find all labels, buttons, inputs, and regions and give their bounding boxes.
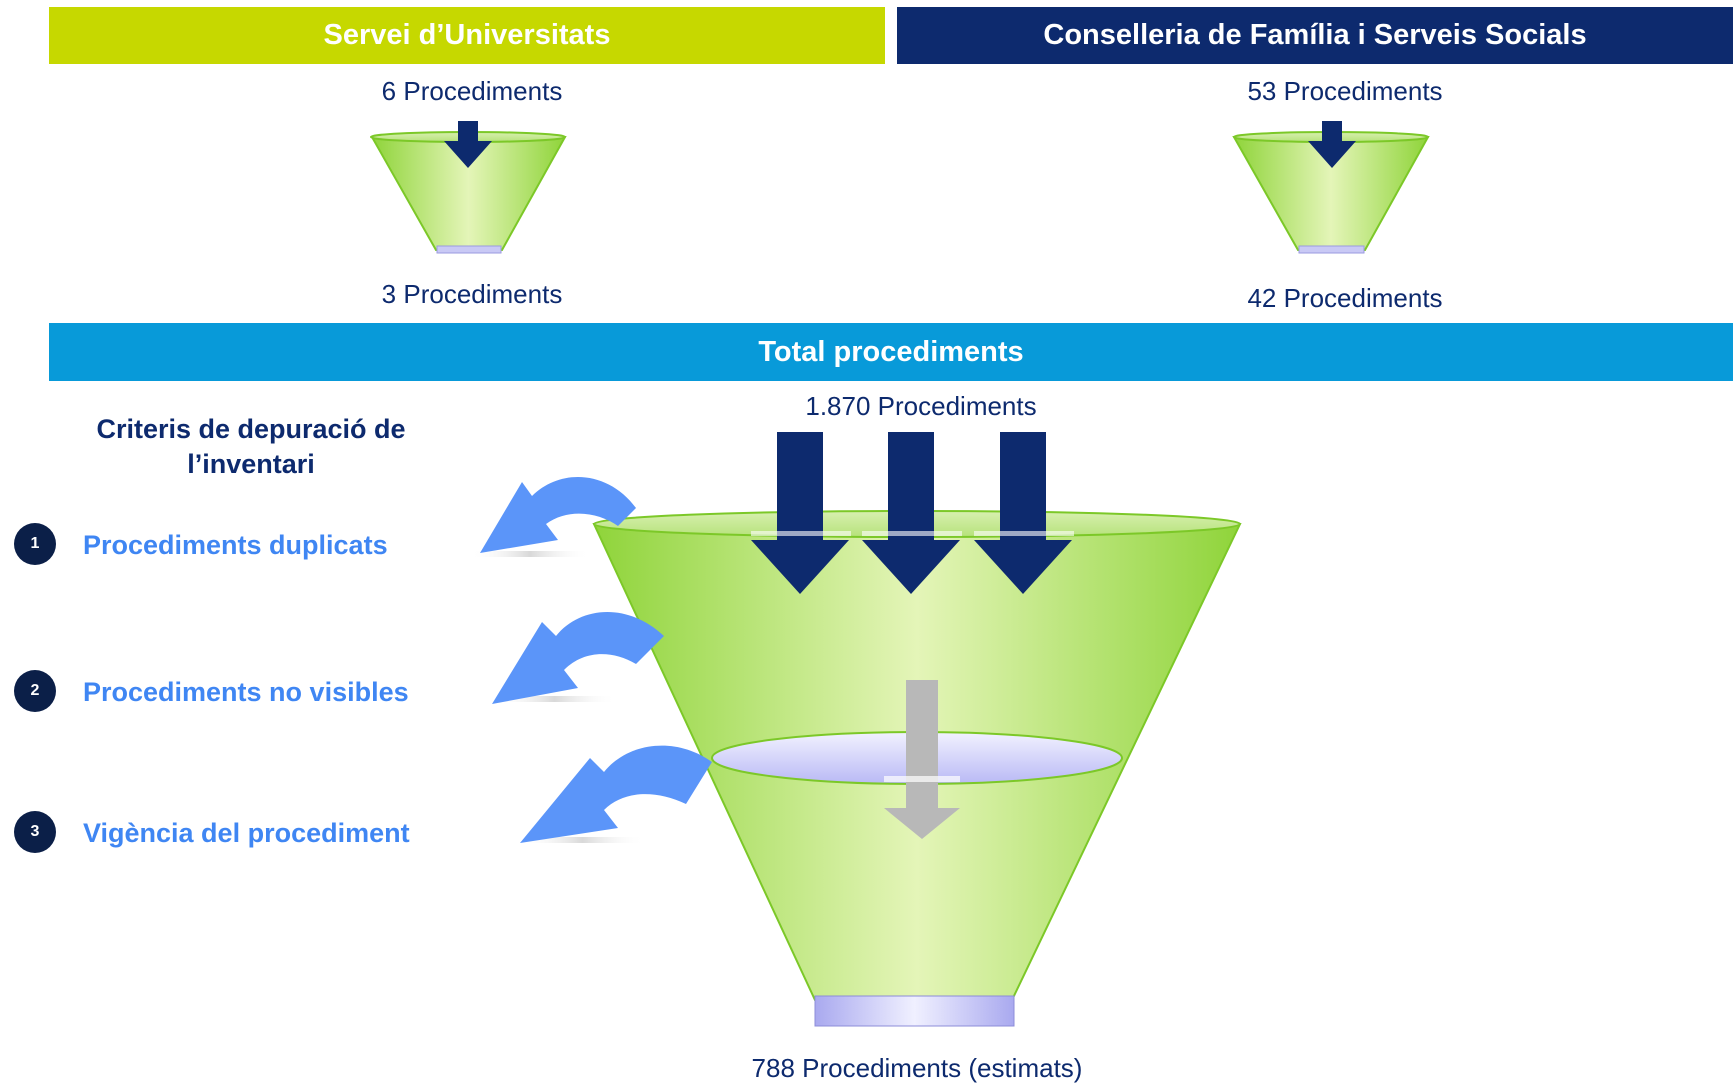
main-funnel-spout	[814, 995, 1015, 1027]
outflow-arrow-1-icon	[480, 476, 636, 553]
outflow-arrow-3-icon	[520, 745, 712, 843]
left-small-funnel	[370, 121, 567, 254]
filter-arrow-icon	[884, 680, 960, 839]
criteria-number-badge: 1	[14, 523, 56, 565]
total-procediments-title: Total procediments	[758, 335, 1024, 368]
servei-universitats-header: Servei d’Universitats	[49, 7, 885, 64]
right-small-funnel	[1232, 121, 1430, 254]
input-arrow-icon	[751, 432, 849, 594]
main-funnel-input-label: 1.870 Procediments	[805, 391, 1037, 421]
servei-universitats-title: Servei d’Universitats	[323, 19, 611, 51]
left-funnel-input-label: 6 Procediments	[381, 76, 563, 106]
right-small-arrow-icon	[1308, 121, 1356, 168]
right-funnel-input-label: 53 Procediments	[1247, 76, 1443, 106]
criteria-item-duplicats: Procediments duplicats	[83, 530, 388, 560]
criteria-title: Criteris de depuració de l’inventari	[96, 414, 406, 479]
left-funnel-output-label: 3 Procediments	[381, 279, 563, 309]
conselleria-title: Conselleria de Família i Serveis Socials	[1043, 19, 1587, 51]
outflow-arrows	[470, 476, 712, 843]
input-arrow-icon	[862, 432, 960, 594]
outflow-arrow-2-icon	[492, 611, 664, 704]
main-funnel-output-label: 788 Procediments (estimats)	[751, 1053, 1083, 1083]
right-funnel-output-label: 42 Procediments	[1247, 283, 1443, 313]
criteria-item-no-visibles: Procediments no visibles	[83, 677, 409, 707]
criteria-number-badge: 3	[14, 811, 56, 853]
criteria-item-vigencia: Vigència del procediment	[83, 818, 410, 848]
left-small-arrow-icon	[444, 121, 492, 168]
conselleria-header: Conselleria de Família i Serveis Socials	[897, 7, 1733, 64]
input-arrow-icon	[974, 432, 1072, 594]
criteria-number-badge: 2	[14, 670, 56, 712]
total-procediments-header: Total procediments	[49, 323, 1733, 381]
input-arrows	[751, 432, 1074, 594]
